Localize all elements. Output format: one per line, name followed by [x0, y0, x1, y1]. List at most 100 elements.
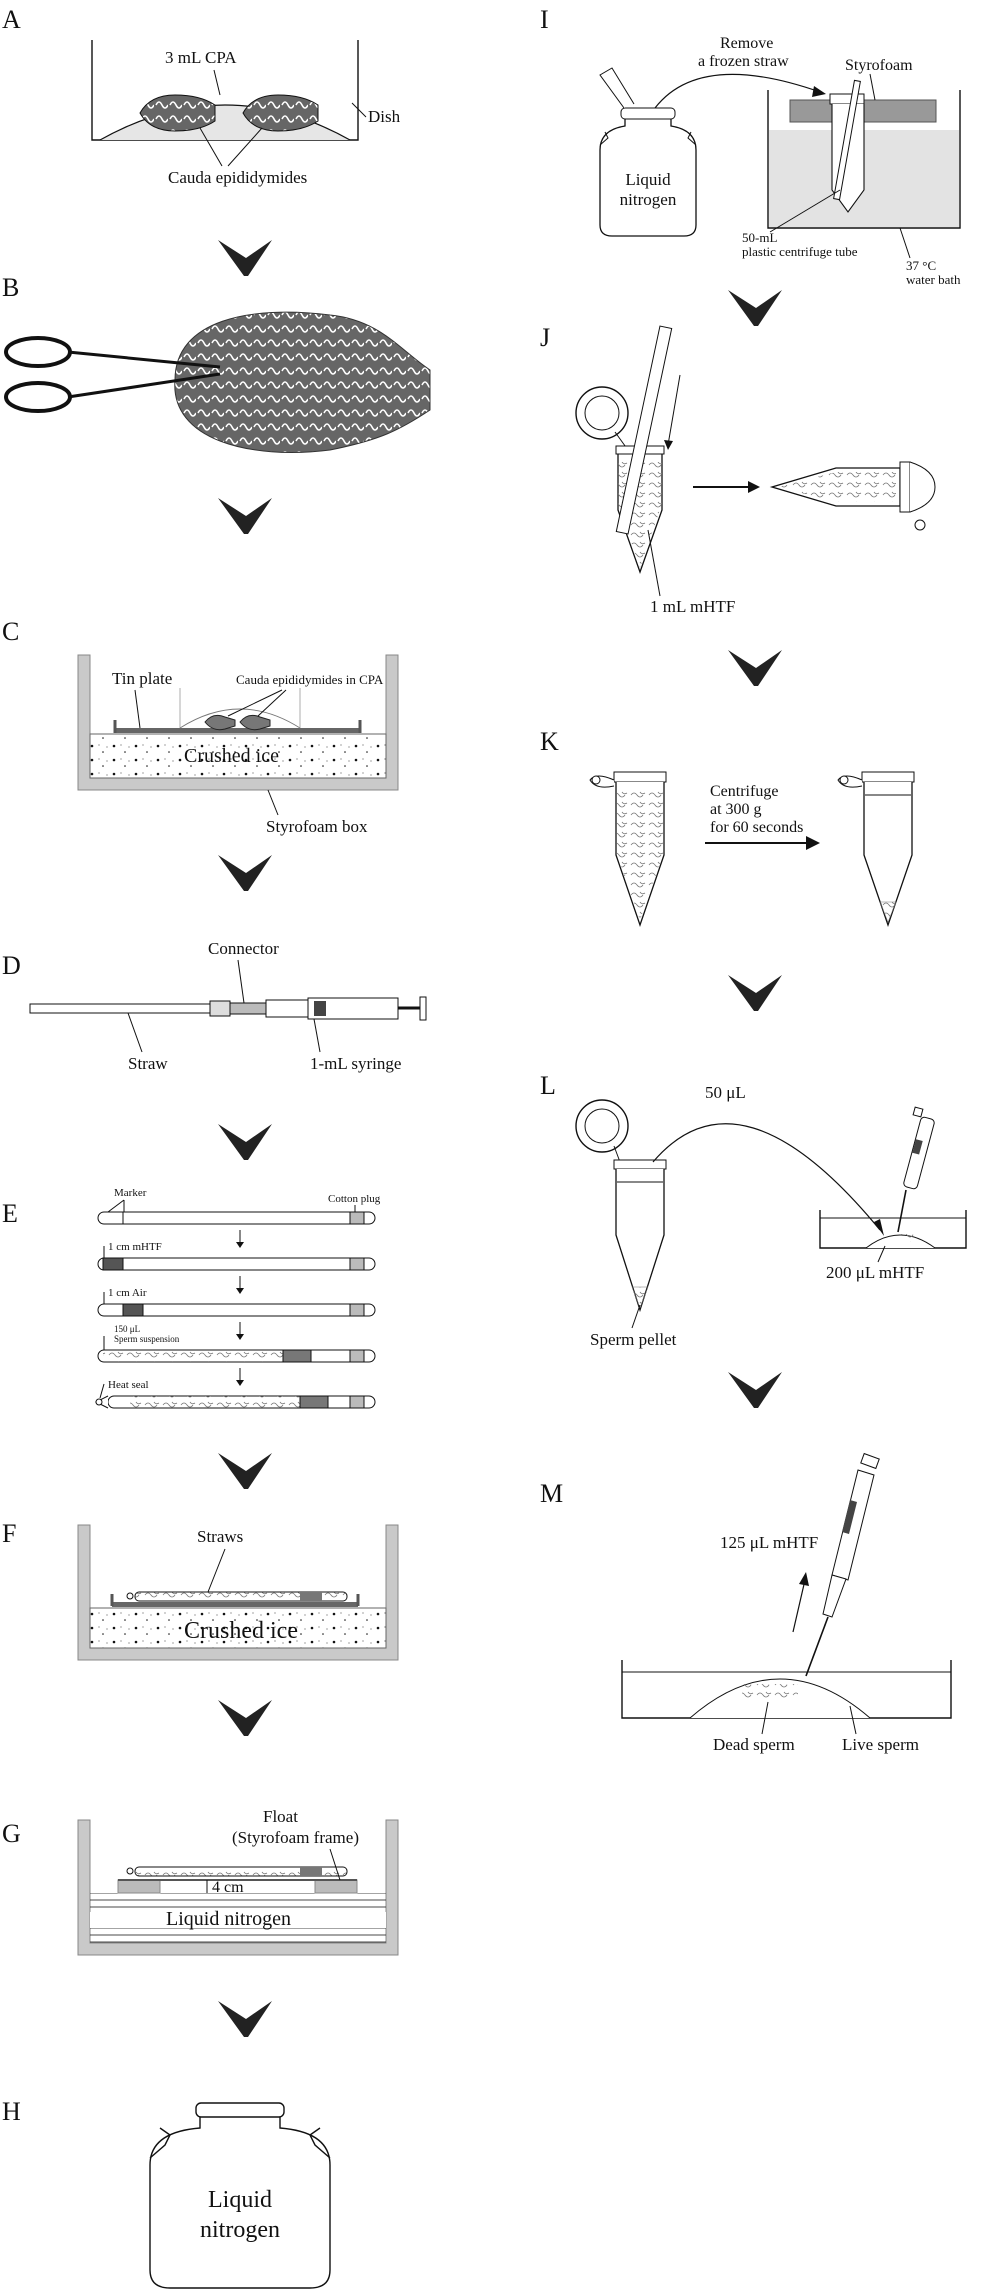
panel-c-label: C	[2, 617, 19, 646]
distance-label: 4 cm	[212, 1879, 244, 1896]
arrow-d-e	[218, 1124, 272, 1160]
dewar-i-line1: Liquid	[625, 170, 671, 189]
arrow-b-c	[218, 498, 272, 534]
volume-50-label: 50 μL	[705, 1083, 746, 1102]
epididymis-left	[139, 94, 216, 132]
dewar-h-line1: Liquid	[208, 2187, 272, 2213]
syringe-label: 1-mL syringe	[310, 1054, 401, 1073]
tube-label-1: 50-mL	[742, 230, 777, 245]
crushed-ice-label: Crushed ice	[184, 745, 279, 767]
panel-b-label: B	[2, 273, 19, 302]
panel-b: B	[2, 273, 431, 453]
panel-l-label: L	[540, 1071, 556, 1100]
pipette-l-icon	[897, 1106, 935, 1233]
styrofoam-box-g	[77, 1819, 399, 1956]
panel-a-label: A	[2, 5, 21, 34]
cauda-label: Cauda epididymides	[168, 168, 307, 187]
panel-h-label: H	[2, 2097, 21, 2126]
straw-g	[134, 1866, 348, 1877]
panel-g-label: G	[2, 1819, 21, 1848]
centrifuge-label: Centrifuge	[710, 783, 778, 800]
panel-i: I Liquid nitrogen Remove a frozen straw …	[540, 5, 961, 287]
centrifuge-speed-label: at 300 g	[710, 801, 762, 818]
arrow-l-m	[728, 1372, 782, 1408]
panel-i-label: I	[540, 5, 549, 34]
remove-label: Remove	[720, 35, 773, 52]
panel-d-label: D	[2, 951, 21, 980]
panel-f-label: F	[2, 1519, 16, 1548]
panel-k: K Centrifuge at 300 g for 60 seconds	[540, 727, 915, 928]
connector-label: Connector	[208, 939, 279, 958]
crushed-ice-f-label: Crushed ice	[184, 1618, 298, 1644]
epididymis-right	[242, 94, 319, 132]
panel-k-label: K	[540, 727, 559, 756]
arrow-k-l	[728, 975, 782, 1011]
arrow-j-k	[728, 650, 782, 686]
water-bath	[767, 90, 961, 229]
dewar-small-icon	[599, 67, 697, 237]
tube-pellet	[615, 1169, 665, 1313]
styrofoam-label: Styrofoam	[845, 57, 913, 74]
crushed-ice	[89, 733, 387, 779]
tin-plate-label: Tin plate	[112, 669, 172, 688]
panel-f: F Straws Crushed ice	[2, 1519, 399, 1661]
panel-d: D Connector Straw 1-mL syringe	[2, 939, 427, 1073]
styrofoam-box-f	[77, 1524, 399, 1661]
remove-straw-label: a frozen straw	[698, 53, 789, 70]
mhtf-1cm-label: 1 cm mHTF	[108, 1241, 162, 1253]
panel-e-label: E	[2, 1199, 18, 1228]
sperm-cloud	[742, 1684, 798, 1700]
air-1cm-label: 1 cm Air	[108, 1287, 147, 1299]
drop-200-label: 200 μL mHTF	[826, 1263, 924, 1282]
crushed-ice-f	[89, 1607, 387, 1649]
epididymis-closeup	[174, 311, 431, 453]
styrofoam-box	[77, 654, 399, 791]
panel-c: C Tin plate Cauda epididymides in CPA Cr…	[2, 617, 399, 836]
straws-label: Straws	[197, 1527, 243, 1546]
arrow-c-d	[218, 855, 272, 891]
float-left	[117, 1879, 161, 1894]
sperm-suspension-label: Sperm suspension	[114, 1334, 180, 1344]
cotton-plug-label: Cotton plug	[328, 1193, 381, 1205]
temp-label: 37 °C	[906, 258, 936, 273]
straw-f	[134, 1591, 348, 1602]
panel-j: J 1 mL mHTF	[540, 323, 936, 616]
arrow-i-j	[728, 290, 782, 326]
dead-sperm-label: Dead sperm	[713, 1735, 795, 1754]
arrow-a-b	[218, 240, 272, 276]
panel-j-label: J	[540, 323, 550, 352]
straw-label: Straw	[128, 1054, 168, 1073]
pipette-m-icon	[805, 1452, 880, 1677]
volume-125-label: 125 μL mHTF	[720, 1533, 818, 1552]
straw	[29, 1003, 211, 1014]
dish-label: Dish	[368, 107, 401, 126]
dewar-h-line2: nitrogen	[200, 2217, 280, 2243]
panel-m-label: M	[540, 1479, 563, 1508]
water-bath-label: water bath	[906, 272, 961, 287]
frozen-straw	[615, 325, 673, 535]
liquid-nitrogen-label: Liquid nitrogen	[166, 1908, 291, 1930]
live-sperm-label: Live sperm	[842, 1735, 919, 1754]
volume-150-label: 150 μL	[114, 1324, 140, 1334]
tin-plate	[115, 728, 360, 733]
sperm-pellet-label: Sperm pellet	[590, 1330, 677, 1349]
styrofoam-box-label: Styrofoam box	[266, 817, 368, 836]
panel-g: G Float (Styrofoam frame) 4 cm Liquid ni…	[2, 1807, 399, 1956]
tube-label-2: plastic centrifuge tube	[742, 244, 858, 259]
float-label: Float	[263, 1807, 298, 1826]
cpa-label: 3 mL CPA	[165, 48, 237, 67]
float-frame-label: (Styrofoam frame)	[232, 1828, 359, 1847]
tube-after	[837, 771, 915, 928]
arrow-e-f	[218, 1453, 272, 1489]
panel-a: A 3 mL CPA Dish Cauda epididymides	[2, 5, 401, 187]
panel-h: H Liquid nitrogen	[2, 2097, 331, 2289]
connector	[229, 1002, 267, 1015]
scissors-icon	[4, 336, 221, 413]
arrow-f-g	[218, 1700, 272, 1736]
centrifuge-time-label: for 60 seconds	[710, 819, 803, 836]
float-right	[314, 1879, 358, 1894]
panel-m: M 125 μL mHTF Dead sperm Live sperm	[540, 1452, 952, 1754]
dewar-i-line2: nitrogen	[620, 190, 677, 209]
tube-before	[589, 771, 667, 928]
